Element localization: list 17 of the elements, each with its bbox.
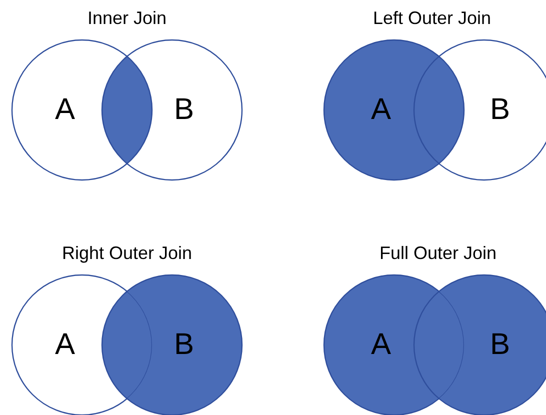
join-title: Inner Join: [87, 8, 167, 29]
join-title: Right Outer Join: [62, 243, 192, 264]
join-title: Left Outer Join: [372, 8, 492, 29]
set-letter: A: [371, 95, 391, 125]
set-circle: [414, 275, 546, 415]
join-title: Full Outer Join: [379, 243, 497, 264]
set-circle: [324, 40, 464, 180]
set-letter: B: [490, 95, 510, 125]
set-letter: B: [490, 330, 510, 360]
set-letter: A: [55, 95, 75, 125]
set-circle: [102, 40, 242, 180]
set-letter: A: [55, 330, 75, 360]
set-circle: [12, 40, 152, 180]
set-circle: [102, 275, 242, 415]
set-letter: A: [371, 330, 391, 360]
set-letter: B: [174, 330, 194, 360]
set-letter: B: [174, 95, 194, 125]
